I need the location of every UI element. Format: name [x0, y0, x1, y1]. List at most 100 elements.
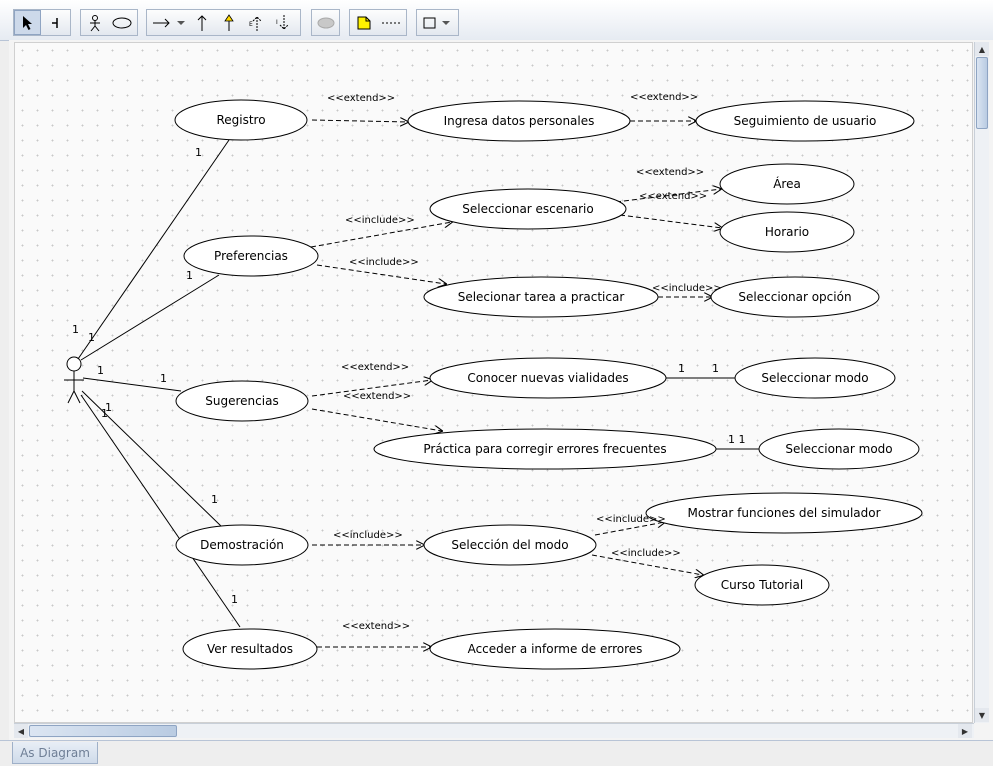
extend-escenario-area [615, 189, 721, 203]
scroll-up-arrow-icon[interactable]: ▲ [975, 42, 989, 56]
multiplicity-label: 1 [72, 323, 79, 336]
rectangle-dropdown-icon [423, 17, 450, 28]
use-case-sel-modo-2[interactable]: Seleccionar modo [758, 428, 920, 470]
use-case-conocer[interactable]: Conocer nuevas vialidades [429, 357, 667, 399]
vertical-scrollbar[interactable]: ▲ ▼ [974, 42, 989, 723]
svg-text:Selecionar tarea a practicar: Selecionar tarea a practicar [458, 290, 625, 304]
svg-text:Acceder a informe de errores: Acceder a informe de errores [468, 642, 643, 656]
svg-text:Área: Área [773, 176, 801, 191]
svg-text:Seguimiento de usuario: Seguimiento de usuario [734, 114, 877, 128]
extend-registro-ingresa [311, 120, 408, 122]
svg-text:Curso Tutorial: Curso Tutorial [721, 578, 803, 592]
use-case-horario[interactable]: Horario [719, 211, 855, 253]
dependency-arrows [310, 120, 722, 647]
multiplicity-label: 1 [88, 331, 95, 344]
use-case-demostracion[interactable]: Demostración [175, 524, 309, 566]
stereotype-label: <<extend>> [342, 621, 410, 632]
svg-text:Registro: Registro [216, 113, 265, 127]
use-case-registro[interactable]: Registro [174, 99, 308, 141]
scroll-down-arrow-icon[interactable]: ▼ [975, 708, 989, 722]
realization-tool-button[interactable] [215, 10, 242, 35]
scroll-right-arrow-icon[interactable]: ▶ [958, 724, 972, 738]
disabled-ellipse-icon [317, 17, 334, 28]
horizontal-scrollbar[interactable]: ◀ ▶ [14, 723, 974, 738]
anchor-tool-button[interactable] [377, 10, 404, 35]
use-case-sel-tarea[interactable]: Selecionar tarea a practicar [423, 276, 659, 318]
note-tool-button[interactable] [350, 10, 377, 35]
multiplicity-label: 1 [105, 401, 112, 414]
svg-text:Ingresa datos personales: Ingresa datos personales [444, 114, 595, 128]
use-case-preferencias[interactable]: Preferencias [183, 235, 319, 277]
stereotype-labels: <<extend>> <<extend>> <<include>> <<incl… [327, 92, 722, 632]
association-ver-resultados [80, 394, 241, 628]
arrow-right-icon [152, 18, 185, 27]
multiplicity-label: 1 [97, 364, 104, 377]
extend-escenario-horario [619, 214, 722, 228]
use-case-sel-escenario[interactable]: Seleccionar escenario [429, 188, 627, 230]
tab-as-diagram[interactable]: As Diagram [12, 742, 98, 764]
svg-text:E: E [249, 21, 253, 28]
svg-text:Horario: Horario [765, 225, 809, 239]
multiplicity-label: 1 [186, 269, 193, 282]
horizontal-scroll-thumb[interactable] [29, 725, 177, 737]
include-tool-button[interactable]: I [269, 10, 296, 35]
use-cases: Registro Ingresa datos personales Seguim… [174, 99, 923, 670]
toolbar: E I [0, 0, 993, 41]
association-demostracion [81, 390, 223, 528]
use-case-tool-button[interactable] [108, 10, 135, 35]
use-case-practica[interactable]: Práctica para corregir errores frecuente… [373, 428, 717, 470]
collaboration-tool-button[interactable] [312, 10, 339, 35]
generalization-tool-button[interactable] [147, 10, 188, 35]
actor[interactable] [64, 356, 84, 404]
dependency-tool-button[interactable] [188, 10, 215, 35]
use-case-mostrar[interactable]: Mostrar funciones del simulador [645, 492, 923, 534]
extend-tool-button[interactable]: E [242, 10, 269, 35]
svg-text:Seleccionar opción: Seleccionar opción [738, 290, 851, 304]
multiplicity-label: 1 [678, 362, 685, 375]
use-case-ver-resultados[interactable]: Ver resultados [182, 628, 318, 670]
svg-text:Seleccionar modo: Seleccionar modo [761, 371, 868, 385]
use-case-diagram: Registro Ingresa datos personales Seguim… [64, 92, 923, 670]
include-arrow-icon: I [276, 14, 288, 30]
svg-text:Mostrar funciones del simulado: Mostrar funciones del simulador [687, 506, 880, 520]
svg-text:Sugerencias: Sugerencias [205, 394, 278, 408]
use-case-acceder[interactable]: Acceder a informe de errores [429, 628, 681, 670]
use-case-sel-opcion[interactable]: Seleccionar opción [710, 276, 880, 318]
arrow-up-icon [197, 14, 206, 31]
actor-icon [89, 14, 100, 31]
note-icon [357, 16, 370, 29]
multiplicity-label: 1 [231, 593, 238, 606]
association-tool-button[interactable] [41, 10, 68, 35]
use-case-area[interactable]: Área [719, 163, 855, 205]
multiplicity-label: 1 [101, 407, 108, 420]
stereotype-label: <<extend>> [327, 93, 395, 104]
stereotype-label: <<extend>> [630, 92, 698, 103]
use-case-seleccion-modo[interactable]: Selección del modo [423, 524, 597, 566]
multiplicity-label: 1 1 [728, 433, 746, 446]
use-case-sel-modo-1[interactable]: Seleccionar modo [734, 357, 896, 399]
use-case-ingresa-datos[interactable]: Ingresa datos personales [407, 100, 631, 142]
select-tool-button[interactable] [14, 10, 41, 35]
dashed-line-icon [381, 22, 400, 23]
ellipse-icon [112, 17, 131, 28]
use-case-curso[interactable]: Curso Tutorial [694, 564, 830, 606]
selection-tool-group [13, 9, 71, 36]
diagram-canvas[interactable]: Registro Ingresa datos personales Seguim… [14, 42, 973, 723]
association-sugerencias [82, 377, 182, 392]
shape-tool-group [416, 9, 459, 36]
vertical-scroll-thumb[interactable] [976, 57, 988, 129]
stereotype-label: <<include>> [652, 283, 722, 294]
disabled-tool-group [311, 9, 340, 36]
use-case-sugerencias[interactable]: Sugerencias [175, 380, 309, 422]
actor-associations [77, 139, 759, 628]
actor-tool-button[interactable] [81, 10, 108, 35]
svg-text:Práctica para corregir errores: Práctica para corregir errores frecuente… [423, 442, 666, 456]
use-case-seguimiento[interactable]: Seguimiento de usuario [695, 100, 915, 142]
stereotype-label: <<include>> [333, 530, 403, 541]
association-registro [77, 139, 230, 360]
extend-arrow-icon: E [249, 15, 261, 31]
scroll-left-arrow-icon[interactable]: ◀ [14, 724, 28, 738]
view-tab-bar: As Diagram [0, 740, 993, 766]
shape-tool-button[interactable] [417, 10, 458, 35]
multiplicity-label: 1 [195, 146, 202, 159]
